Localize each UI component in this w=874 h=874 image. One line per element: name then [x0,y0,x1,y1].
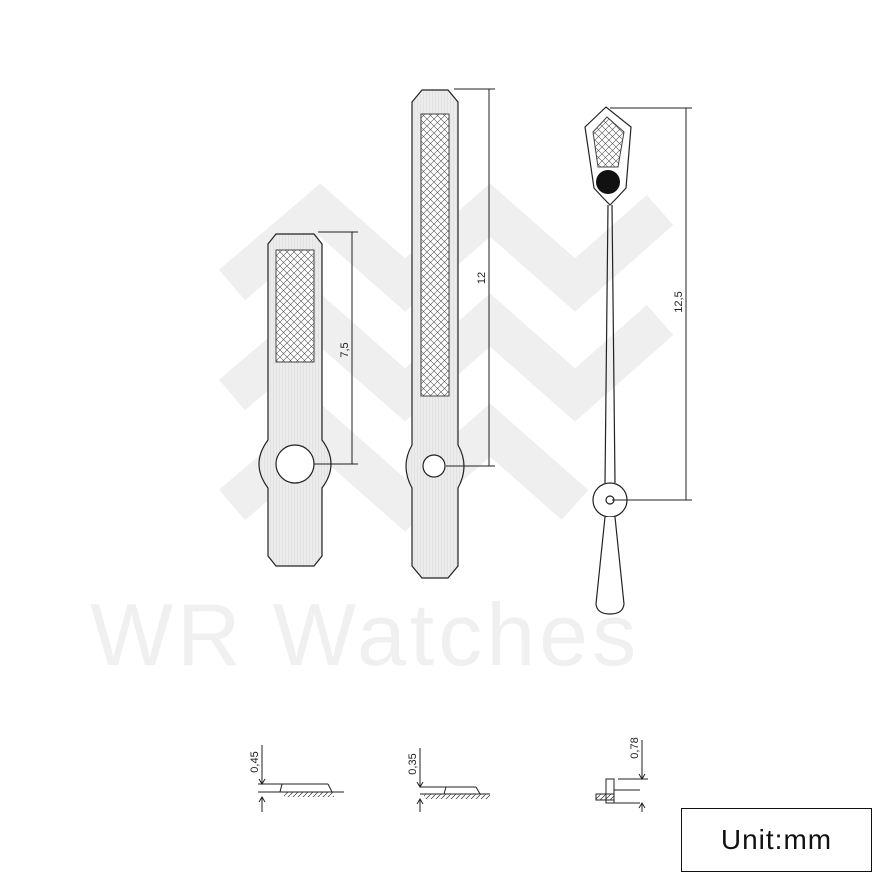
hour-hand [258,233,332,567]
seconds-hand [584,106,632,615]
minute-hand [405,89,465,579]
minute-lume-panel [420,113,450,397]
seconds-length-label: 12,5 [673,291,685,312]
minute-profile [416,748,490,812]
seconds-length-dimension [610,107,692,501]
watermark-brand: WR Watches [90,585,640,684]
hour-length-label: 7,5 [339,342,351,357]
minute-length-label: 12 [476,272,488,284]
unit-label: Unit:mm [720,824,833,855]
hour-length-dimension [314,231,358,465]
unit-box: Unit:mm [681,808,872,872]
seconds-lume-tip [592,116,625,168]
seconds-profile [595,740,648,812]
hour-thickness-label: 0,45 [249,751,261,772]
seconds-thickness-label: 0,78 [629,737,641,758]
minute-length-dimension [446,88,495,467]
minute-center-hole [422,454,446,478]
seconds-lume-dot [596,170,620,194]
hour-center-hole [275,444,315,484]
minute-thickness-label: 0,35 [407,753,419,774]
hour-lume-panel [275,249,315,363]
hour-profile [258,745,344,812]
